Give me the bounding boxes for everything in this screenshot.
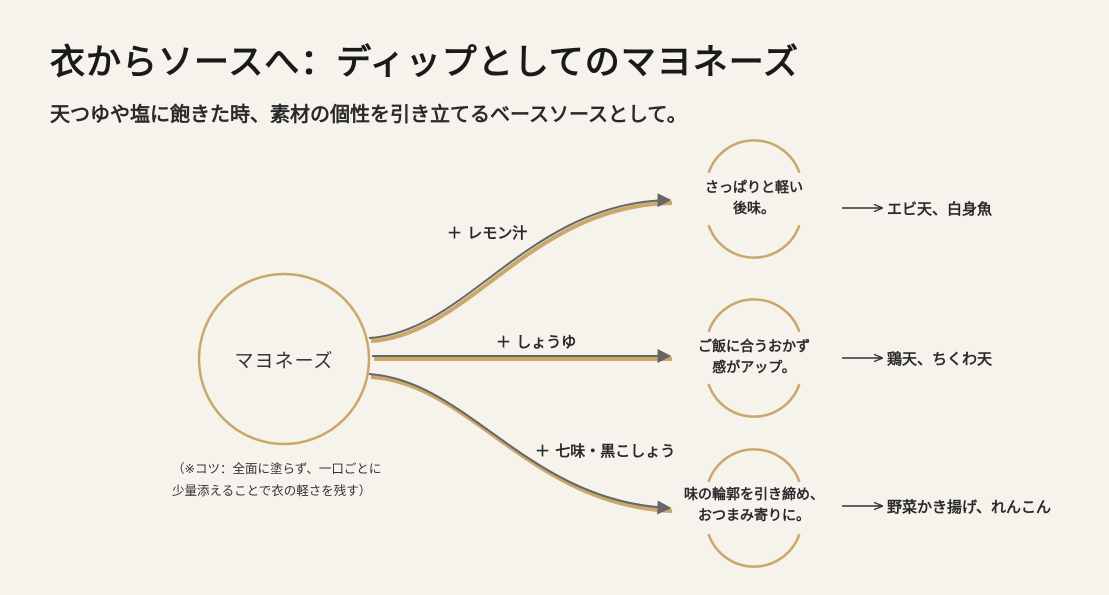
node-shichimi-line1: 味の輪郭を引き締め、 xyxy=(684,487,824,503)
page-title: 衣からソースへ：ディップとしてのマヨネーズ xyxy=(50,42,800,83)
tip-note-line2: 少量添えることで衣の軽さを残す） xyxy=(172,483,372,498)
result-soy: 鶏天、ちくわ天 xyxy=(887,350,993,368)
node-lemon-line2: 後味。 xyxy=(733,201,775,217)
node-circle-soy xyxy=(707,298,801,418)
center-label: マヨネーズ xyxy=(234,350,334,372)
node-text-soy: ご飯に合うおかず 感がアップ。 xyxy=(664,337,844,379)
result-lemon: エビ天、白身魚 xyxy=(887,200,993,218)
node-shichimi-line2: おつまみ寄りに。 xyxy=(698,508,810,524)
node-text-lemon: さっぱりと軽い 後味。 xyxy=(664,178,844,220)
branch-label-shichimi: ＋ 七味・黒こしょう xyxy=(535,442,676,460)
branch-label-lemon: ＋ レモン汁 xyxy=(447,224,528,242)
node-circle-lemon xyxy=(707,139,801,259)
page-subtitle: 天つゆや塩に飽きた時、素材の個性を引き立てるベースソースとして。 xyxy=(50,102,687,126)
tip-note: （※コツ：全面に塗らず、一口ごとに 少量添えることで衣の軽さを残す） xyxy=(172,458,381,502)
node-circle-shichimi xyxy=(707,448,801,568)
node-soy-line2: 感がアップ。 xyxy=(712,360,796,376)
node-soy-line1: ご飯に合うおかず xyxy=(698,339,810,355)
branch-lemon-gold-line xyxy=(370,201,673,343)
branch-shichimi-arrow xyxy=(368,373,672,515)
result-shichimi: 野菜かき揚げ、れんこん xyxy=(887,498,1051,516)
node-text-shichimi: 味の輪郭を引き締め、 おつまみ寄りに。 xyxy=(654,485,854,527)
mayonnaise-circle xyxy=(197,272,371,446)
branch-label-soy: ＋ しょうゆ xyxy=(496,333,577,351)
branch-lemon-arrow xyxy=(368,193,672,339)
node-lemon-line1: さっぱりと軽い xyxy=(705,180,803,196)
branch-shichimi-gold-line xyxy=(370,375,673,513)
tip-note-line1: （※コツ：全面に塗らず、一口ごとに xyxy=(172,461,382,476)
